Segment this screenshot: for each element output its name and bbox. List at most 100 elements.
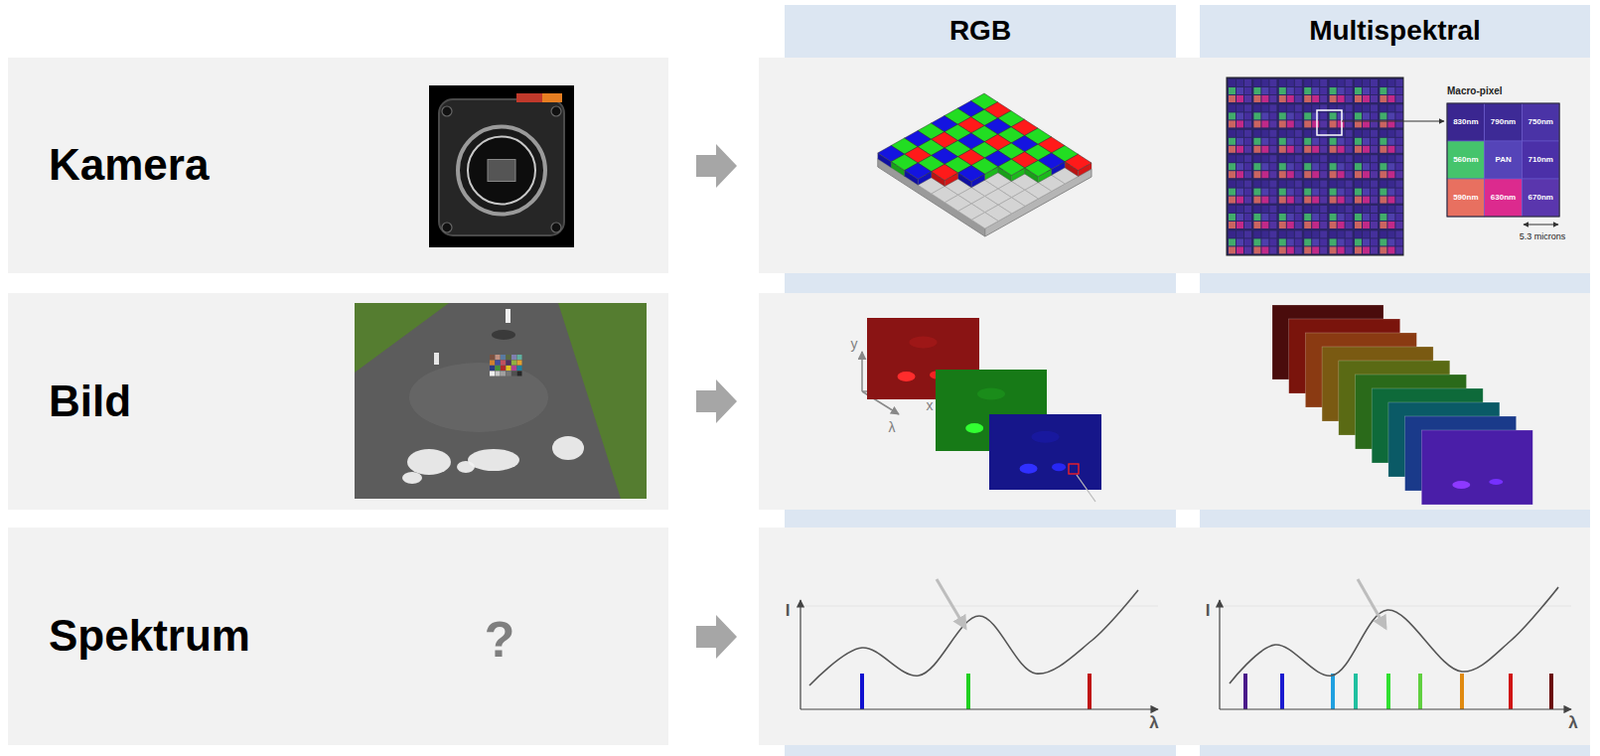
filter-pixel bbox=[1228, 87, 1236, 95]
filter-pixel bbox=[1244, 230, 1252, 238]
filter-pixel bbox=[1311, 138, 1319, 146]
filter-pixel bbox=[1311, 162, 1319, 170]
filter-pixel bbox=[1354, 205, 1362, 213]
filter-pixel bbox=[1304, 230, 1311, 238]
filter-pixel bbox=[1345, 104, 1353, 112]
filter-pixel bbox=[1279, 104, 1287, 112]
filter-pixel bbox=[1261, 154, 1269, 162]
filter-pixel bbox=[1261, 120, 1269, 128]
color-checker-patch bbox=[511, 365, 517, 371]
filter-pixel bbox=[1261, 162, 1269, 170]
filter-pixel bbox=[1269, 170, 1277, 178]
filter-pixel bbox=[1319, 162, 1327, 170]
filter-pixel bbox=[1370, 230, 1378, 238]
filter-pixel bbox=[1345, 154, 1353, 162]
filter-pixel bbox=[1244, 205, 1252, 213]
filter-pixel bbox=[1362, 196, 1370, 204]
asphalt bbox=[354, 302, 621, 499]
filter-pixel bbox=[1354, 154, 1362, 162]
filter-pixel bbox=[1253, 162, 1261, 170]
filter-pixel bbox=[1253, 145, 1261, 153]
filter-pixel bbox=[1279, 120, 1287, 128]
filter-pixel bbox=[1362, 221, 1370, 229]
filter-pixel bbox=[1329, 246, 1337, 254]
sensor-cell bbox=[971, 212, 999, 229]
filter-pixel bbox=[1370, 196, 1378, 204]
filter-pixel bbox=[1379, 221, 1387, 229]
filter-pixel bbox=[1329, 79, 1337, 87]
filter-pixel bbox=[1395, 221, 1403, 229]
filter-pixel bbox=[1287, 138, 1295, 146]
bright-spot bbox=[965, 423, 984, 434]
filter-pixel bbox=[1387, 238, 1395, 246]
filter-pixel bbox=[1253, 87, 1261, 95]
filter-pixel bbox=[1345, 130, 1353, 138]
filter-pixel bbox=[1387, 79, 1395, 87]
filter-pixel bbox=[1329, 95, 1337, 103]
filter-pixel bbox=[1269, 238, 1277, 246]
color-checker-patch bbox=[511, 360, 517, 366]
filter-cell bbox=[1024, 160, 1052, 183]
color-checker-patch bbox=[489, 354, 495, 360]
filter-pixel bbox=[1295, 205, 1303, 213]
filter-pixel bbox=[1228, 120, 1236, 128]
band-wavelength: 590nm bbox=[1453, 193, 1478, 202]
filter-pixel bbox=[1269, 120, 1277, 128]
macro-cell bbox=[1521, 141, 1560, 179]
filter-pixel bbox=[1269, 221, 1277, 229]
photo-ground bbox=[429, 85, 575, 248]
macro-cell bbox=[1484, 103, 1523, 142]
filter-pixel bbox=[1295, 180, 1303, 188]
filter-pixel bbox=[1395, 104, 1403, 112]
filter-pixel bbox=[1337, 196, 1345, 204]
filter-pixel bbox=[1279, 221, 1287, 229]
road-photo bbox=[354, 302, 647, 499]
leader-line bbox=[1076, 474, 1096, 502]
filter-pixel bbox=[1379, 95, 1387, 103]
filter-pixel bbox=[1345, 238, 1353, 246]
filter-pixel bbox=[1236, 170, 1244, 178]
filter-pixel bbox=[1379, 196, 1387, 204]
puddle bbox=[491, 329, 516, 340]
filter-pixel bbox=[1287, 170, 1295, 178]
filter-pixel bbox=[1253, 196, 1261, 204]
filter-pixel bbox=[1387, 221, 1395, 229]
filter-pixel bbox=[1295, 221, 1303, 229]
column-header: RGB bbox=[784, 4, 1176, 57]
screw-hole bbox=[551, 222, 562, 233]
filter-pixel bbox=[1295, 120, 1303, 128]
filter-pixel bbox=[1304, 87, 1311, 95]
filter-pixel bbox=[1379, 213, 1387, 221]
filter-pixel bbox=[1387, 95, 1395, 103]
filter-pixel bbox=[1244, 221, 1252, 229]
band-wavelength: 790nm bbox=[1490, 118, 1516, 127]
filter-pixel bbox=[1279, 196, 1287, 204]
bright-spot bbox=[1488, 478, 1503, 485]
band-bar bbox=[1549, 673, 1554, 710]
filter-pixel bbox=[1354, 145, 1362, 153]
filter-pixel bbox=[1279, 87, 1287, 95]
filter-pixel bbox=[1236, 162, 1244, 170]
color-checker-patch bbox=[500, 354, 506, 360]
filter-pixel bbox=[1287, 87, 1295, 95]
filter-pixel bbox=[1395, 205, 1403, 213]
lens-mount bbox=[467, 137, 536, 205]
band-bar bbox=[1330, 673, 1335, 710]
filter-pixel bbox=[1269, 145, 1277, 153]
filter-pixel bbox=[1279, 154, 1287, 162]
filter-pixel bbox=[1319, 213, 1327, 221]
bright-spot bbox=[1452, 480, 1470, 489]
filter-pixel bbox=[1253, 95, 1261, 103]
filter-pixel bbox=[1228, 188, 1236, 196]
filter-pixel bbox=[1395, 145, 1403, 153]
filter-pixel bbox=[1295, 138, 1303, 146]
filter-pixel bbox=[1228, 180, 1236, 188]
filter-pixel bbox=[1379, 205, 1387, 213]
filter-pixel bbox=[1329, 120, 1337, 128]
filter-pixel bbox=[1387, 112, 1395, 120]
filter-pixel bbox=[1295, 230, 1303, 238]
filter-cell bbox=[958, 165, 986, 188]
filter-pixel bbox=[1236, 213, 1244, 221]
filter-pixel bbox=[1253, 104, 1261, 112]
filter-pixel bbox=[1236, 104, 1244, 112]
